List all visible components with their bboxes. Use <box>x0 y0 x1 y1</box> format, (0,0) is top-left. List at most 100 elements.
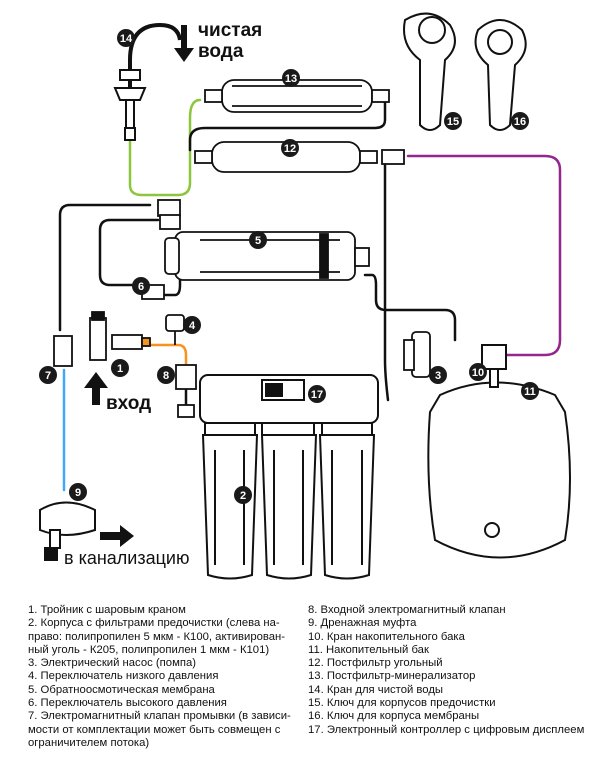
badge-14: 14 <box>117 29 135 47</box>
legend-item: 4. Переключатель низкого давления <box>28 670 219 683</box>
legend-item: 14. Кран для чистой воды <box>308 683 444 696</box>
legend-item: 2. Корпуса с фильтрами предочистки (слев… <box>28 617 280 630</box>
badge-label: 5 <box>255 235 261 247</box>
badge-label: 1 <box>117 363 123 375</box>
badge-7: 7 <box>39 366 57 384</box>
badge-12: 12 <box>281 139 299 157</box>
badge-circle <box>469 363 487 381</box>
badge-circle <box>444 112 462 130</box>
badge-10: 10 <box>469 363 487 381</box>
badge-circle <box>282 69 300 87</box>
drain-arrow-icon <box>100 525 134 547</box>
legend-item: 7. Электромагнитный клапан промывки (в з… <box>28 710 291 723</box>
badge-label: 15 <box>447 116 459 128</box>
legend-item: 15. Ключ для корпусов предочистки <box>308 697 496 710</box>
clean-water-tube <box>128 98 202 197</box>
clean-water-caption: чистая вода <box>198 20 262 62</box>
legend-item: ограничителем потока) <box>28 736 150 749</box>
badge-label: 7 <box>45 370 51 382</box>
drain-saddle <box>39 501 96 561</box>
badge-circle <box>249 231 267 249</box>
legend-left: 1. Тройник с шаровым краном 2. Корпуса с… <box>28 604 298 750</box>
legend-item: 11. Накопительный бак <box>308 643 429 656</box>
badge-4: 4 <box>183 316 201 334</box>
prefilter-wrench <box>403 12 456 131</box>
badge-label: 8 <box>163 370 169 382</box>
low-pressure-switch <box>165 314 185 345</box>
legend-item: 17. Электронный контроллер с цифровым ди… <box>308 723 585 736</box>
legend-item: 12. Постфильтр угольный <box>308 657 443 670</box>
badge-16: 16 <box>511 112 529 130</box>
badge-circle <box>511 112 529 130</box>
badge-6: 6 <box>132 277 150 295</box>
badge-label: 11 <box>524 386 536 398</box>
badge-circle <box>308 385 326 403</box>
legend-item: 5. Обратноосмотическая мембрана <box>28 683 215 696</box>
legend-item: 1. Тройник с шаровым краном <box>28 604 186 616</box>
legend-item: 13. Постфильтр-минерализатор <box>308 670 476 683</box>
faucet <box>113 22 182 141</box>
flush-solenoid <box>53 335 73 367</box>
tank-tube <box>406 154 562 357</box>
pump <box>403 331 431 378</box>
legend-item: 16. Ключ для корпуса мембраны <box>308 710 480 723</box>
storage-tank <box>427 344 571 559</box>
badge-13: 13 <box>282 69 300 87</box>
badge-label: 14 <box>120 33 133 45</box>
legend-right: 8. Входной электромагнитный клапан 9. Др… <box>308 604 598 737</box>
badge-label: 17 <box>311 389 323 401</box>
badge-circle <box>429 366 447 384</box>
badge-17: 17 <box>308 385 326 403</box>
inlet-solenoid <box>175 364 197 418</box>
badge-label: 13 <box>285 73 297 85</box>
badge-label: 6 <box>138 281 144 293</box>
badge-label: 2 <box>240 490 246 502</box>
legend-item: ный уголь - К205, полипропилен 1 мкм - К… <box>28 643 270 656</box>
legend-item: 10. Кран накопительного бака <box>308 630 465 643</box>
legend-item: право: полипропилен 5 мкм - К100, активи… <box>28 630 286 643</box>
badge-circle <box>69 483 87 501</box>
postfilter-carbon <box>194 141 405 173</box>
legend-item: 3. Электрический насос (помпа) <box>28 657 196 670</box>
postfilter-mineralizer <box>204 79 390 113</box>
drain-caption: в канализацию <box>64 548 190 568</box>
badge-label: 9 <box>75 487 81 499</box>
badge-1: 1 <box>111 359 129 377</box>
badge-circle <box>157 366 175 384</box>
clean-water-caption-line2: вода <box>198 41 244 62</box>
membrane-wrench <box>474 19 527 131</box>
tubing <box>58 93 562 492</box>
badge-circle <box>111 359 129 377</box>
badge-label: 4 <box>189 320 196 332</box>
legend-item: 9. Дренажная муфта <box>308 617 417 630</box>
badge-11: 11 <box>521 382 539 400</box>
inlet-tee <box>89 311 151 361</box>
badge-label: 10 <box>472 367 484 379</box>
input-caption: вход <box>106 393 152 414</box>
legend-item: 6. Переключатель высокого давления <box>28 697 227 710</box>
badge-label: 16 <box>514 116 526 128</box>
badge-circle <box>234 486 252 504</box>
badge-circle <box>521 382 539 400</box>
clean-water-arrow-icon <box>174 25 194 62</box>
badge-label: 12 <box>284 143 296 155</box>
legend-item: 8. Входной электромагнитный клапан <box>308 604 506 616</box>
badge-9: 9 <box>69 483 87 501</box>
input-arrow-icon <box>84 372 108 405</box>
badge-2: 2 <box>234 486 252 504</box>
badge-circle <box>39 366 57 384</box>
badge-circle <box>281 139 299 157</box>
badge-circle <box>117 29 135 47</box>
badge-15: 15 <box>444 112 462 130</box>
badge-label: 3 <box>435 370 441 382</box>
badge-8: 8 <box>157 366 175 384</box>
membrane-housing <box>157 199 370 281</box>
badge-3: 3 <box>429 366 447 384</box>
badge-circle <box>183 316 201 334</box>
prefilter-housings <box>199 374 379 580</box>
legend-item: мости от комплектации может быть совмеще… <box>28 723 281 736</box>
clean-water-caption-line1: чистая <box>198 20 263 41</box>
input-tube <box>148 343 188 367</box>
